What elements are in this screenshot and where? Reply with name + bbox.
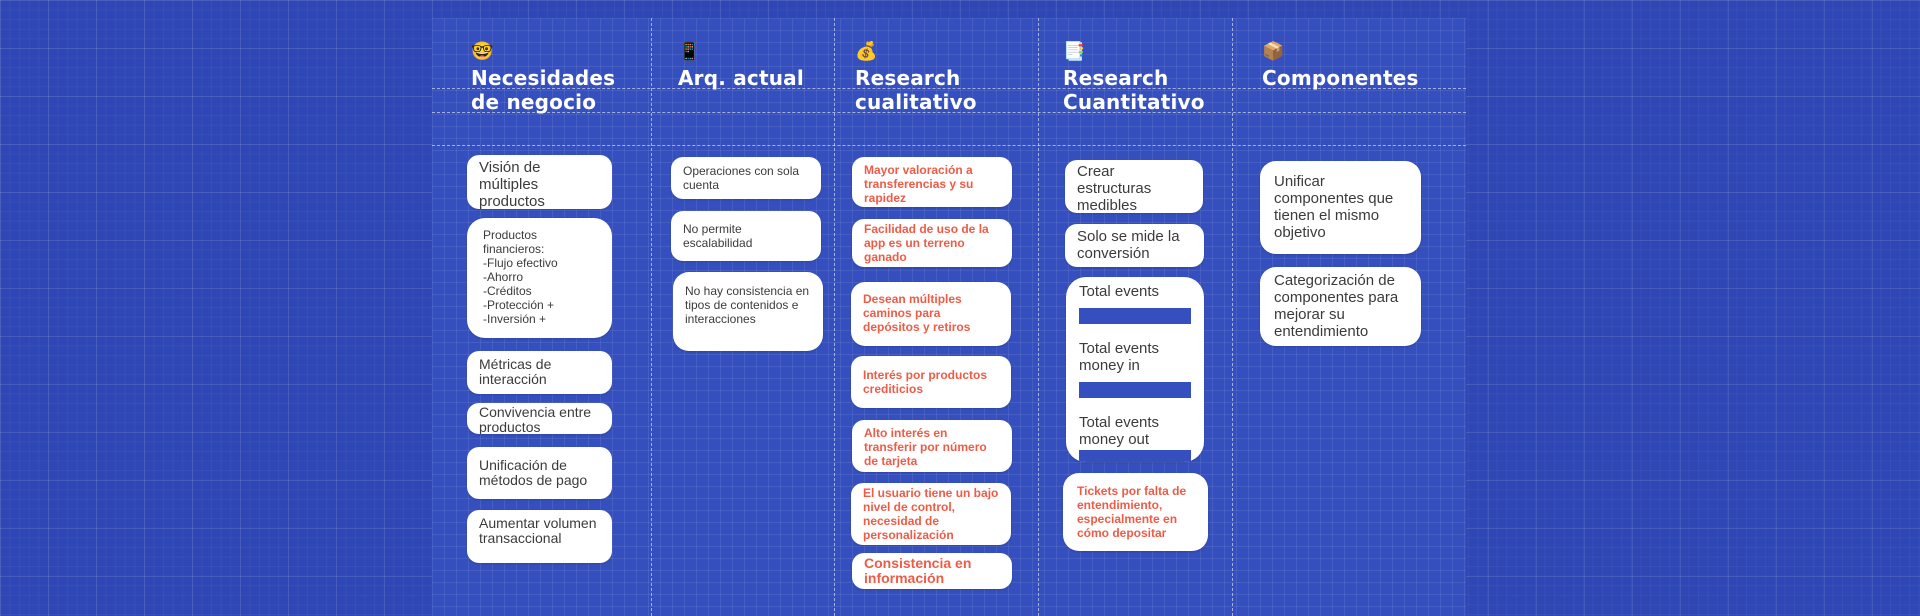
bookmark-tabs-icon: 📑 <box>1063 41 1086 61</box>
sticky-card[interactable]: Visión de múltiples productos <box>467 155 612 209</box>
header-guide-line <box>432 88 1466 89</box>
column-divider <box>1038 18 1039 616</box>
sticky-card[interactable]: Crear estructuras medibles <box>1065 160 1203 213</box>
metric-label: Total events money out <box>1079 414 1160 448</box>
sticky-card[interactable]: Desean múltiples caminos para depósitos … <box>851 282 1011 346</box>
column-header-componentes: 📦 Componentes <box>1262 40 1419 90</box>
mobile-phone-icon: 📱 <box>678 41 701 61</box>
sticky-card[interactable]: Categorización de componentes para mejor… <box>1260 267 1421 346</box>
sticky-card[interactable]: Alto interés en transferir por número de… <box>852 420 1012 472</box>
metric-value-redacted <box>1079 308 1191 324</box>
sticky-card[interactable]: Consistencia en información <box>852 553 1012 589</box>
sticky-card[interactable]: Interés por productos crediticios <box>851 356 1011 408</box>
sticky-card[interactable]: No permite escalabilidad <box>671 211 821 261</box>
sticky-card[interactable]: Unificación de métodos de pago <box>467 447 612 499</box>
column-title: Arq. actual <box>678 66 804 90</box>
metric-value-redacted <box>1079 450 1191 462</box>
column-title: Cuantitativo <box>1063 90 1205 114</box>
sticky-card[interactable]: Tickets por falta de entendimiento, espe… <box>1063 473 1208 551</box>
column-divider <box>1232 18 1233 616</box>
metric-label: Total events money in <box>1079 340 1160 374</box>
column-header-research-cualitativo: 💰 Research cualitativo <box>855 40 977 114</box>
money-bag-icon: 💰 <box>855 41 878 61</box>
sticky-card[interactable]: Productos financieros: -Flujo efectivo -… <box>467 218 612 338</box>
sticky-card[interactable]: El usuario tiene un bajo nivel de contro… <box>851 483 1011 545</box>
header-divider <box>432 145 1466 146</box>
column-title: de negocio <box>471 90 597 114</box>
sticky-card[interactable]: Unificar componentes que tienen el mismo… <box>1260 161 1421 254</box>
sticky-card[interactable]: Mayor valoración a transferencias y su r… <box>852 157 1012 207</box>
nerd-face-icon: 🤓 <box>471 41 494 61</box>
column-title: Necesidades <box>471 66 616 90</box>
column-header-arq-actual: 📱 Arq. actual <box>678 40 804 90</box>
column-header-necesidades: 🤓 Necesidades de negocio <box>471 40 615 114</box>
column-divider <box>651 18 652 616</box>
header-guide-line <box>432 112 1466 113</box>
package-icon: 📦 <box>1262 41 1285 61</box>
column-title: Research <box>855 66 961 90</box>
sticky-card[interactable]: Aumentar volumen transaccional <box>467 510 612 563</box>
metrics-card[interactable]: Total events Total events money in Total… <box>1066 277 1204 462</box>
sticky-card[interactable]: Solo se mide la conversión <box>1065 224 1204 267</box>
column-title: Research <box>1063 66 1169 90</box>
metric-value-redacted <box>1079 382 1191 398</box>
sticky-card[interactable]: Operaciones con sola cuenta <box>671 157 821 199</box>
column-title: Componentes <box>1262 66 1419 90</box>
column-title: cualitativo <box>855 90 977 114</box>
column-header-research-cuantitativo: 📑 Research Cuantitativo <box>1063 40 1205 114</box>
sticky-card[interactable]: Convivencia entre productos <box>467 403 612 434</box>
sticky-card[interactable]: Métricas de interacción <box>467 351 612 394</box>
metric-label: Total events <box>1079 283 1160 300</box>
sticky-card[interactable]: Facilidad de uso de la app es un terreno… <box>852 219 1012 267</box>
column-divider <box>834 18 835 616</box>
sticky-card[interactable]: No hay consistencia en tipos de contenid… <box>673 272 823 351</box>
